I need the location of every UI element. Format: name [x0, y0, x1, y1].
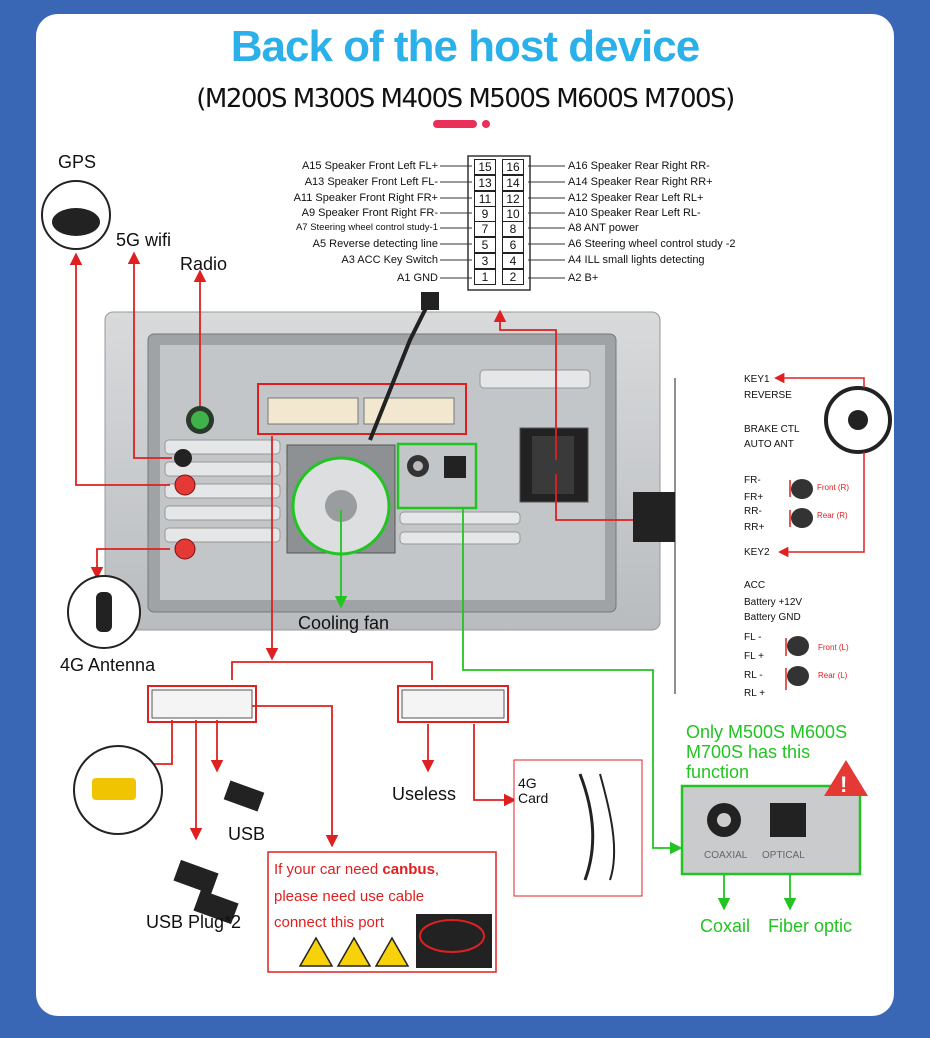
pin-number: 16 — [502, 159, 524, 175]
pin-number: 1 — [474, 269, 496, 285]
harness-wire: ACC — [744, 580, 766, 591]
harness-wire: REVERSE — [744, 390, 792, 401]
harness-wire: KEY1 — [744, 374, 770, 385]
pin-number: 15 — [474, 159, 496, 175]
harness-wire: FR- — [744, 475, 761, 486]
harness-wire: BRAKE CTL — [744, 424, 800, 435]
pin-number: 7 — [474, 221, 496, 237]
harness-wire: RL + — [744, 688, 766, 699]
pin-label: A5 Reverse detecting line — [312, 238, 438, 250]
fan-label: Cooling fan — [298, 613, 390, 633]
harness-wire: FR+ — [744, 492, 764, 503]
harness-wire: FL + — [744, 651, 764, 662]
pin-number: 2 — [502, 269, 524, 285]
pin-label: A7 Steering wheel control study-1 — [295, 222, 438, 233]
canbus-text: If your car need — [274, 861, 383, 878]
speaker-rear-l: Rear (L) — [818, 671, 848, 680]
usb-plug-label: USB Plug*2 — [146, 912, 242, 932]
pin-number: 14 — [502, 175, 524, 191]
pin-label: A16 Speaker Rear Right RR- — [568, 160, 710, 172]
antenna-label: 4G Antenna — [60, 655, 156, 675]
usb-label: USB — [228, 824, 266, 844]
pin-label: A9 Speaker Front Right FR- — [301, 207, 438, 219]
coaxial-label: Coxail — [700, 916, 751, 936]
pin-label: A14 Speaker Rear Right RR+ — [568, 176, 713, 188]
harness-wire: RR+ — [744, 522, 765, 533]
pin-number: 10 — [502, 206, 524, 222]
coaxial-port-label: COAXIAL — [704, 850, 748, 861]
harness-wire: RL - — [744, 670, 763, 681]
pin-label: A2 B+ — [568, 272, 599, 284]
pin-label: A8 ANT power — [568, 222, 639, 234]
pin-number: 8 — [502, 221, 524, 237]
optical-port-label: OPTICAL — [762, 850, 805, 861]
pin-label: A12 Speaker Rear Left RL+ — [568, 192, 704, 204]
pin-label: A13 Speaker Front Left FL- — [304, 176, 438, 188]
pin-number: 12 — [502, 191, 524, 207]
pin-number: 3 — [474, 253, 496, 269]
radio-label: Radio — [180, 254, 228, 274]
pin-label: A10 Speaker Rear Left RL- — [568, 207, 701, 219]
canbus-note-3: connect this port — [274, 914, 385, 931]
harness-wire: Battery GND — [744, 612, 801, 623]
card-label: 4G Card — [518, 775, 549, 806]
pin-number: 5 — [474, 237, 496, 253]
wifi-label: 5G wifi — [116, 230, 172, 250]
pin-label: A11 Speaker Front Right FR+ — [293, 192, 438, 204]
pin-label: A15 Speaker Front Left FL+ — [301, 160, 438, 172]
canbus-note: If your car need canbus, — [274, 861, 440, 878]
harness-wire: RR- — [744, 506, 762, 517]
pin-label: A3 ACC Key Switch — [341, 254, 438, 266]
svg-text:!: ! — [840, 772, 847, 797]
canbus-bold: canbus — [382, 861, 435, 878]
page-title: Back of the host device — [230, 22, 700, 71]
speaker-front-r: Front (R) — [817, 483, 849, 492]
pin-number: 13 — [474, 175, 496, 191]
speaker-rear-r: Rear (R) — [817, 511, 848, 520]
pin-number: 11 — [474, 191, 496, 207]
only-models-note: Only M500S M600S M700S has this function — [686, 722, 848, 782]
speaker-front-l: Front (L) — [818, 643, 849, 652]
canbus-note-2: please need use cable — [274, 888, 425, 905]
pin-number: 6 — [502, 237, 524, 253]
fiber-label: Fiber optic — [768, 916, 853, 936]
pin-label: A6 Steering wheel control study -2 — [568, 238, 736, 250]
pin-label: A1 GND — [397, 272, 438, 284]
harness-wire: Battery +12V — [744, 597, 803, 608]
harness-wire: FL - — [744, 632, 762, 643]
useless-label: Useless — [392, 784, 457, 804]
gps-label: GPS — [58, 152, 97, 172]
harness-wire: KEY2 — [744, 547, 770, 558]
pin-number: 4 — [502, 253, 524, 269]
pin-label: A4 ILL small lights detecting — [568, 254, 705, 266]
harness-wire: AUTO ANT — [744, 439, 794, 450]
page-subtitle: (M200S M300S M400S M500S M600S M700S) — [196, 84, 735, 114]
pin-number: 9 — [474, 206, 496, 222]
